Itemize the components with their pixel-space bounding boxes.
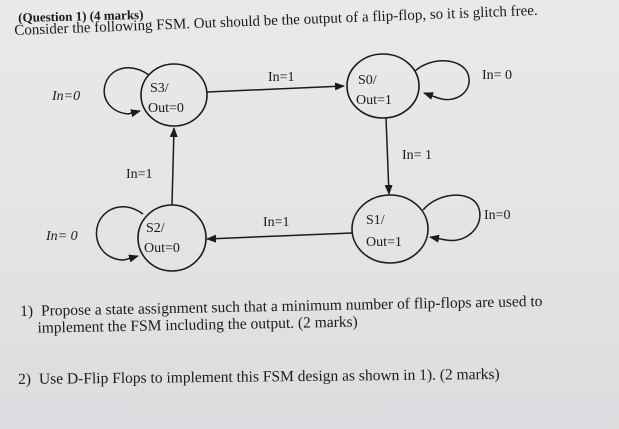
transition-s2-to-s3-arrow xyxy=(169,127,178,206)
state-s0-name: S0/ xyxy=(358,73,377,88)
transition-s2-self-loop xyxy=(95,206,144,263)
transition-s3-self-label: In=0 xyxy=(51,89,80,104)
transition-s0-to-s1-label: In= 1 xyxy=(402,148,432,163)
state-s2-output: Out=0 xyxy=(144,241,180,256)
transition-s1-to-s2-arrow xyxy=(206,232,353,243)
transition-s1-self-loop xyxy=(422,194,481,243)
state-s2-circle xyxy=(137,204,207,272)
state-s0-output: Out=1 xyxy=(356,93,392,108)
fsm-diagram: S3/ Out=0 S0/ Out=1 S2/ Out=0 S1/ Out=1 … xyxy=(45,53,512,272)
transition-s0-self-loop xyxy=(414,60,470,101)
transition-s0-self-label: In= 0 xyxy=(482,68,512,83)
state-s1-name: S1/ xyxy=(366,213,385,228)
state-s3-circle xyxy=(140,63,208,127)
transition-s2-self-label: In= 0 xyxy=(45,229,78,244)
transition-s2-to-s3-label: In=1 xyxy=(126,167,153,182)
transition-s3-to-s0-arrow xyxy=(206,82,345,93)
state-s3-name: S3/ xyxy=(150,81,169,96)
state-s0-circle xyxy=(346,53,420,119)
state-s1-circle xyxy=(351,194,429,264)
transition-s1-self-label: In=0 xyxy=(484,208,511,223)
state-s2-name: S2/ xyxy=(146,221,165,236)
question-2-text: Use D-Flip Flops to implement this FSM d… xyxy=(38,365,500,388)
question-2: 2) Use D-Flip Flops to implement this FS… xyxy=(18,366,500,388)
question-1-number: 1) xyxy=(20,302,34,320)
transition-s1-to-s2-label: In=1 xyxy=(263,215,290,230)
transition-s3-self-loop xyxy=(103,67,150,118)
transition-s0-to-s1-arrow xyxy=(384,117,393,195)
state-s3-output: Out=0 xyxy=(148,101,184,116)
question-2-number: 2) xyxy=(18,370,32,388)
transition-s3-to-s0-label: In=1 xyxy=(268,70,295,85)
state-s1-output: Out=1 xyxy=(366,235,402,250)
